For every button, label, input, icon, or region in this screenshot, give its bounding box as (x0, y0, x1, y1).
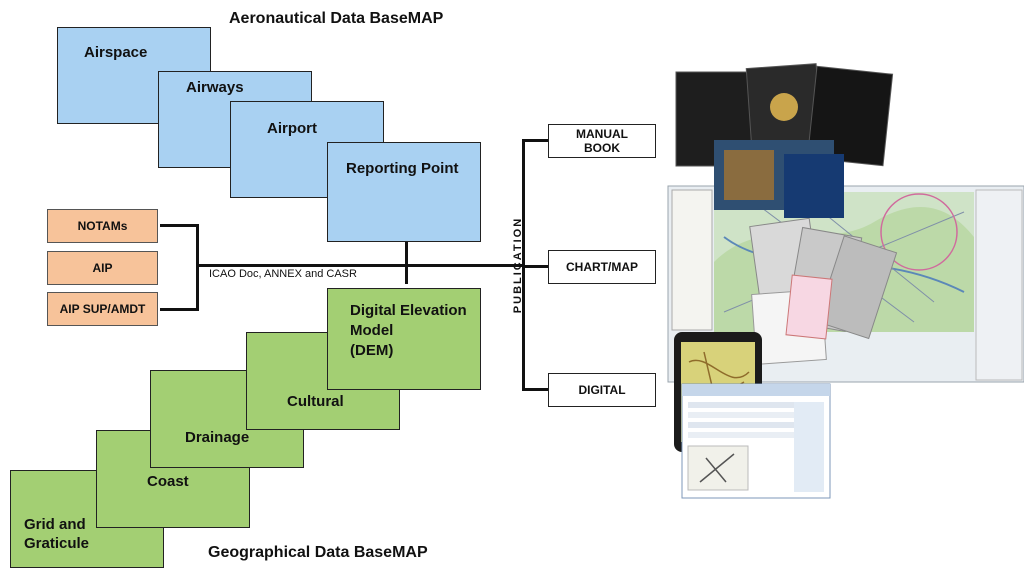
output-chart-map: CHART/MAP (548, 250, 656, 284)
source-aip-sup-amdt: AIP SUP/AMDT (47, 292, 158, 326)
geo-layer-label: Cultural (287, 393, 344, 410)
manual-book-images (675, 63, 894, 218)
geo-layer-label: Grid and Graticule (24, 516, 90, 552)
aero-layer-label: Airport (267, 120, 317, 137)
branch-chart (522, 265, 548, 268)
aero-layer-label: Airways (186, 79, 244, 96)
geographical-title: Geographical Data BaseMAP (208, 544, 428, 561)
aero-layer-label: Airspace (84, 44, 148, 61)
geo-layer-label: Coast (147, 473, 189, 490)
publication-label: PUBLICATION (512, 216, 524, 314)
bracket-top (160, 224, 198, 227)
output-digital: DIGITAL (548, 373, 656, 407)
geo-layer-label: Drainage (185, 429, 250, 446)
publications-collage (667, 63, 1024, 499)
branch-digital (522, 388, 548, 391)
branch-manual (522, 139, 548, 142)
source-aip: AIP (47, 251, 158, 285)
source-notams: NOTAMs (47, 209, 158, 243)
aero-down-tick (405, 242, 408, 284)
connector-label: ICAO Doc, ANNEX and CASR (209, 268, 357, 280)
geo-layer-dem: Digital Elevation Model (DEM) (327, 288, 481, 390)
aero-layer-reporting-point: Reporting Point (327, 142, 481, 242)
aeronautical-title: Aeronautical Data BaseMAP (229, 10, 444, 27)
bracket-vertical (196, 224, 199, 311)
main-connector-line (196, 264, 524, 267)
aero-layer-label: Reporting Point (346, 160, 459, 177)
geo-layer-label: Digital Elevation Model (DEM) (350, 302, 467, 359)
bracket-bottom (160, 308, 198, 311)
approach-plate-images (749, 217, 898, 365)
digital-screen-image (681, 383, 831, 499)
